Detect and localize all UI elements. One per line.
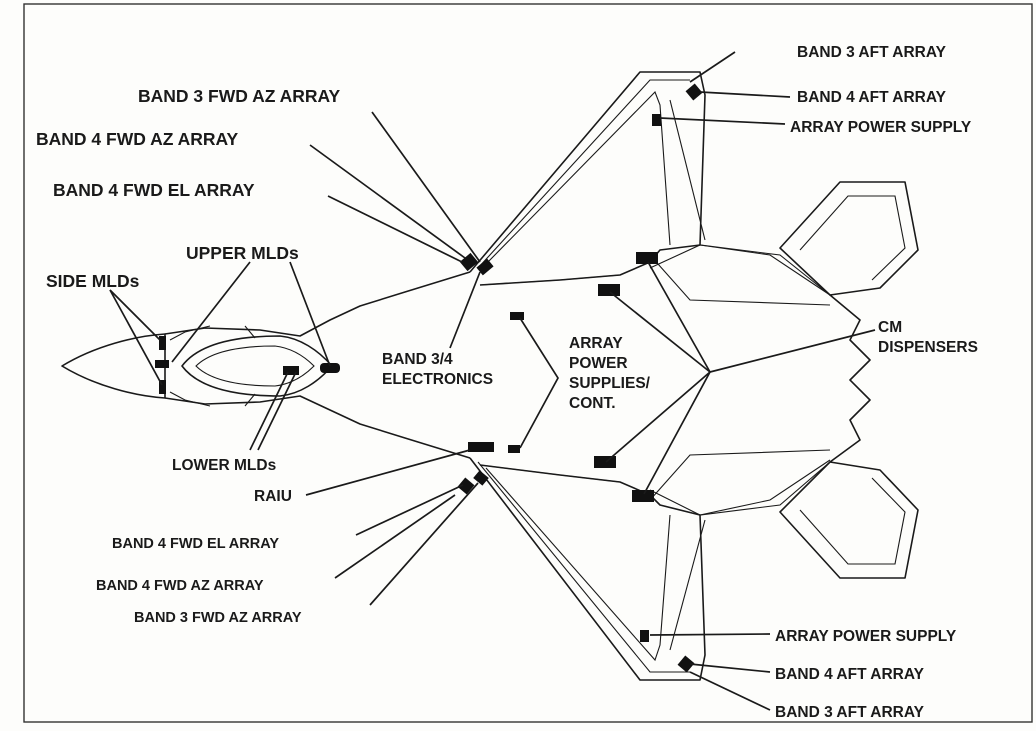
tail-section [830, 295, 870, 462]
wing-lower-flap [650, 450, 830, 650]
label-band3-aft-array-bottom: BAND 3 AFT ARRAY [775, 704, 925, 721]
leader-band4-fwd-az-top [310, 145, 465, 258]
label-cm-2: DISPENSERS [878, 339, 978, 356]
tail-upper [780, 182, 918, 295]
wing-lower [470, 458, 705, 680]
lower-mld-marker [283, 366, 299, 375]
raiu-marker [468, 442, 494, 452]
label-band34-electronics-2: ELECTRONICS [382, 371, 493, 388]
label-upper-mlds: UPPER MLDs [186, 243, 299, 263]
callout-labels: BAND 3 AFT ARRAY BAND 4 AFT ARRAY ARRAY … [36, 44, 978, 721]
nose-outline [62, 334, 165, 398]
label-array-ps-3: SUPPLIES/ [569, 375, 651, 392]
label-band3-fwd-az-array-top: BAND 3 FWD AZ ARRAY [138, 86, 341, 106]
cm-dispenser-marker-4 [632, 490, 654, 502]
leader-side-mld-1 [110, 290, 160, 340]
label-band4-aft-array-top: BAND 4 AFT ARRAY [797, 89, 947, 106]
leader-electronics-top [450, 272, 480, 348]
label-array-ps-2: POWER [569, 355, 628, 372]
leader-lower-mld-2 [258, 372, 296, 450]
band4-aft-array-top-marker [686, 84, 703, 101]
leader-cm-label [710, 330, 875, 372]
label-array-power-supply-top: ARRAY POWER SUPPLY [790, 119, 972, 136]
label-band3-fwd-az-array-bottom: BAND 3 FWD AZ ARRAY [134, 610, 302, 626]
label-cm-1: CM [878, 319, 902, 336]
leader-lower-mld-1 [250, 372, 288, 450]
label-band4-fwd-az-array-top: BAND 4 FWD AZ ARRAY [36, 129, 239, 149]
cm-dispenser-marker-2 [598, 284, 620, 296]
side-mld-marker-2 [155, 360, 169, 368]
leader-cm-4 [644, 372, 710, 494]
label-side-mlds: SIDE MLDs [46, 271, 140, 291]
leader-band4-aft-top [700, 92, 790, 97]
wing-upper [470, 72, 705, 285]
label-array-ps-4: CONT. [569, 395, 616, 412]
canopy-outline [182, 336, 332, 396]
label-band4-aft-array-bottom: BAND 4 AFT ARRAY [775, 666, 925, 683]
leader-cm-1 [648, 262, 710, 372]
label-lower-mlds: LOWER MLDs [172, 457, 276, 474]
cm-dispenser-marker-1 [636, 252, 658, 264]
leader-band3-aft-top [690, 52, 735, 82]
leader-band4-fwd-az-bottom [335, 495, 455, 578]
leader-raiu [306, 450, 470, 495]
label-raiu: RAIU [254, 488, 292, 505]
label-band4-fwd-az-array-bottom: BAND 4 FWD AZ ARRAY [96, 578, 264, 594]
leader-upper-mld-2 [290, 262, 330, 366]
leader-band3-fwd-az-bottom [370, 483, 478, 605]
side-mld-marker-1 [159, 336, 166, 350]
array-power-supply-top-marker [652, 114, 661, 126]
cm-dispenser-marker-3 [594, 456, 616, 468]
label-band4-fwd-el-array-top: BAND 4 FWD EL ARRAY [53, 180, 255, 200]
leader-band3-aft-bottom [690, 672, 770, 710]
leader-band3-fwd-az-top [372, 112, 480, 262]
leader-upper-mld-1 [172, 262, 250, 362]
leader-array-ps-top [660, 118, 785, 124]
leader-array-ps-bottom [650, 634, 770, 635]
label-array-power-supply-bottom: ARRAY POWER SUPPLY [775, 628, 957, 645]
leader-side-mld-2 [110, 290, 162, 385]
label-band3-aft-array-top: BAND 3 AFT ARRAY [797, 44, 947, 61]
array-power-supplies-marker-top [510, 312, 524, 320]
array-power-supplies-marker-bottom [508, 445, 520, 453]
label-band34-electronics-1: BAND 3/4 [382, 351, 453, 368]
label-array-ps-1: ARRAY [569, 335, 623, 352]
label-band4-fwd-el-array-bottom: BAND 4 FWD EL ARRAY [112, 536, 279, 552]
leader-array-ps-bracket [520, 318, 558, 448]
array-power-supply-bottom-marker [640, 630, 649, 642]
leader-band4-fwd-el-top [328, 196, 462, 262]
